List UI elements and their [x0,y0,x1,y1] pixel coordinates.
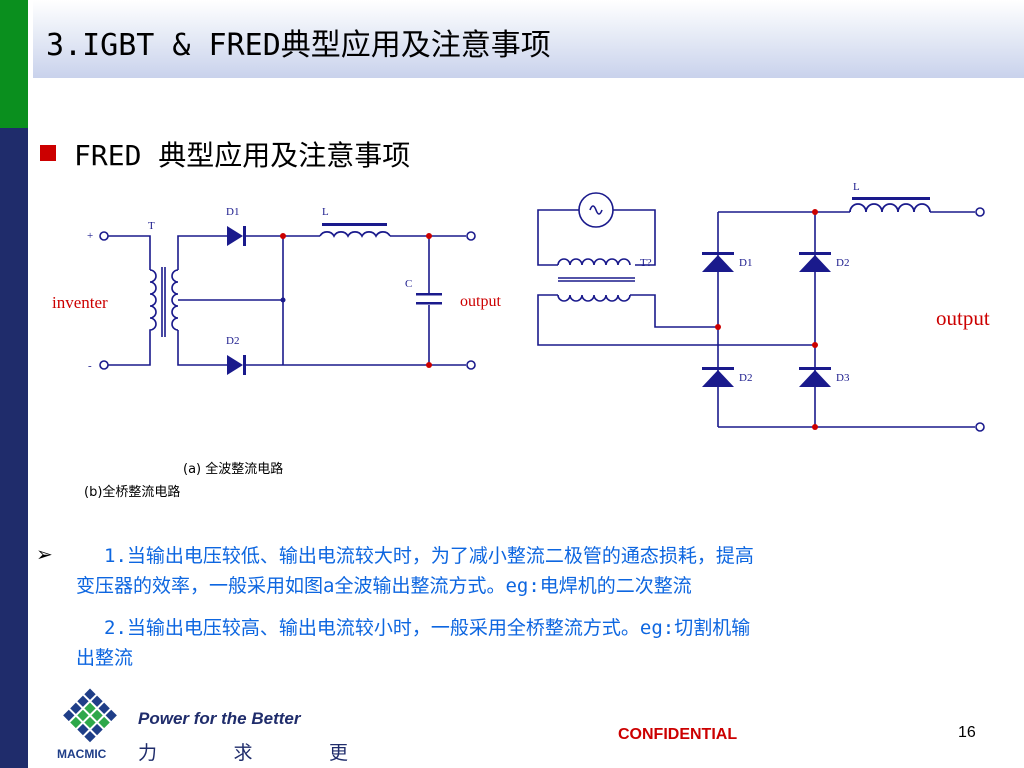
slide-title: 3.IGBT & FRED典型应用及注意事项 [46,28,551,63]
left-green-bar [0,0,28,128]
full-bridge-rectifier-diagram: T? D1 D2 D2 D3 L output [537,181,990,432]
confidential-label: CONFIDENTIAL [618,726,738,743]
square-bullet-icon [40,145,56,161]
bridge-d1-label: D1 [739,257,752,269]
output-label-b: output [936,306,990,330]
bridge-d2-top-label: D2 [836,257,849,269]
plus-terminal-label: + [87,230,93,242]
full-wave-rectifier-diagram: + - T D1 D2 L C inventer output [52,206,501,375]
inductor-label-b: L [853,181,860,193]
minus-terminal-label: - [88,360,92,372]
slogan-english: Power for the Better [138,709,301,728]
caption-a: (a) 全波整流电路 [183,462,284,477]
slogan-chinese: 力 求 更 [138,738,348,765]
inductor-label: L [322,206,329,218]
paragraph-2-line-1: 2.当输出电压较高、输出电流较小时，一般采用全桥整流方式。eg:切割机输 [104,617,751,639]
caption-b: (b)全桥整流电路 [84,485,181,500]
left-navy-bar [0,128,28,768]
diode-d1-label: D1 [226,206,239,218]
diode-d2-label: D2 [226,335,239,347]
slogan-char: 求 [233,742,253,764]
inventer-label: inventer [52,293,108,312]
paragraph-1-line-1: 1.当输出电压较低、输出电流较大时，为了减小整流二极管的通态损耗，提高 [104,545,754,567]
output-label-a: output [460,293,501,310]
paragraph-1-line-2: 变压器的效率，一般采用如图a全波输出整流方式。eg:电焊机的二次整流 [76,575,692,597]
section-subtitle: FRED 典型应用及注意事项 [74,139,411,172]
transformer-label-b: T? [640,257,652,269]
slogan-char: 更 [328,742,348,764]
page-number: 16 [958,724,976,741]
transformer-label: T [148,220,155,232]
paragraph-2-line-2: 出整流 [76,647,134,669]
arrow-bullet-icon: ➢ [36,542,53,566]
logo-wordmark: MACMIC [57,747,107,761]
slogan-char: 力 [138,742,158,764]
bridge-d2-bottom-label: D2 [739,372,752,384]
macmic-logo-icon [63,688,117,743]
capacitor-label: C [405,278,412,290]
bridge-d3-label: D3 [836,372,850,384]
title-band [33,0,1024,78]
